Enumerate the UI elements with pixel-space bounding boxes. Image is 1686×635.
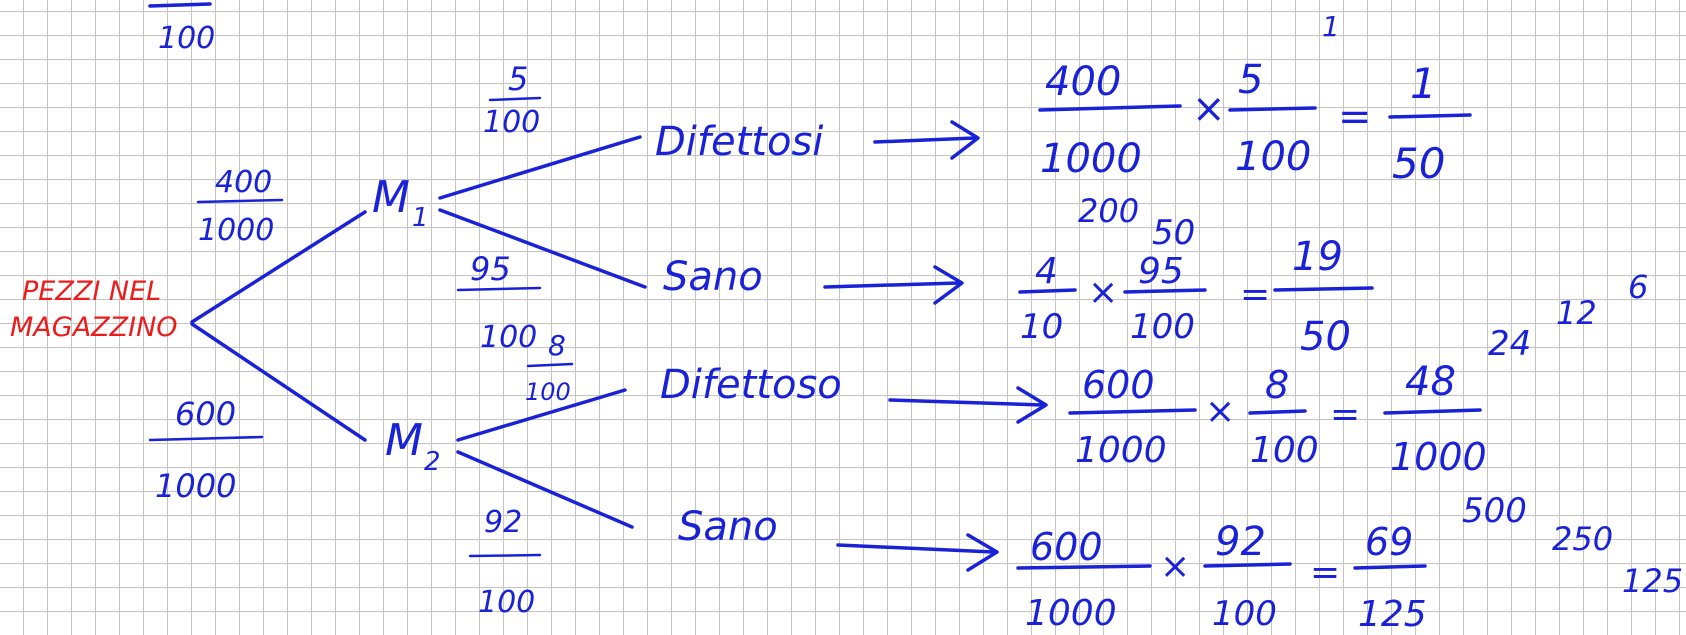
calc-row-3: 600 1000 × 8 100 = 48 1000 24 12 6 — [1068, 268, 1648, 479]
calc1-times: × — [1192, 86, 1226, 132]
branch-root-m2 — [190, 322, 367, 442]
calc2-b-den: 100 — [1130, 307, 1195, 347]
calc2-a-den: 10 — [1020, 307, 1063, 347]
prob-difettoso-m2: 8 100 — [525, 329, 574, 406]
prob-m1-den: 1000 — [198, 213, 274, 248]
prob-difettosi-m1: 5 100 — [483, 60, 542, 140]
calc2-b-num: 95 — [1138, 251, 1184, 292]
arrow-3 — [888, 386, 1048, 424]
calc4-a-num: 600 — [1030, 525, 1103, 569]
prob-leaf2-num: 95 — [470, 250, 511, 288]
prob-leaf3-den: 100 — [525, 378, 571, 406]
calc3-r-num: 48 — [1405, 359, 1456, 405]
calc4-times: × — [1160, 546, 1190, 587]
calc4-r-num: 69 — [1365, 520, 1413, 564]
calc-row-4: 600 1000 × 92 100 = 69 125 500 250 125 — [1016, 491, 1683, 635]
calc4-extra2: 250 — [1552, 520, 1613, 558]
calc1-b-den: 100 — [1235, 134, 1311, 180]
calc4-r-den: 125 — [1358, 594, 1427, 635]
prob-leaf2-den: 100 — [480, 320, 537, 355]
root-label-line2: MAGAZZINO — [10, 312, 178, 343]
calc-row-2: 4 10 × 95 100 = 19 50 — [1018, 234, 1374, 360]
calc4-b-den: 100 — [1212, 594, 1277, 634]
node-m2-label: M — [385, 415, 423, 466]
calc1-extra2: 50 — [1152, 213, 1195, 253]
prob-m2-den: 1000 — [155, 467, 236, 505]
branch-m1-difettosi — [438, 135, 642, 200]
calc1-eq: = — [1338, 94, 1372, 140]
arrow-2 — [823, 265, 964, 305]
calc4-extra1: 500 — [1462, 491, 1527, 531]
branch-root-m1 — [190, 210, 367, 324]
node-m2: M 2 — [385, 415, 441, 477]
calc3-r-den: 1000 — [1390, 435, 1487, 479]
calc3-b-den: 100 — [1250, 430, 1319, 471]
tree-branches — [190, 135, 647, 529]
prob-m1-num: 400 — [215, 165, 272, 200]
prob-sano-m1: 95 100 — [456, 250, 542, 355]
calc-row-1: 400 1000 × 5 100 = 1 50 200 50 1 — [1038, 10, 1472, 253]
calc4-b-num: 92 — [1215, 519, 1266, 565]
arrows — [823, 120, 1048, 572]
prob-leaf1-num: 5 — [508, 60, 528, 98]
calc3-times: × — [1205, 391, 1235, 432]
prob-leaf3-num: 8 — [548, 329, 566, 362]
calc1-r-num: 1 — [1410, 59, 1437, 108]
leaf-sano-2: Sano — [678, 504, 778, 550]
node-m1-sub: 1 — [412, 203, 429, 233]
branch-m1-sano — [438, 208, 647, 289]
calc3-extra3: 6 — [1628, 268, 1648, 306]
prob-leaf1-den: 100 — [483, 105, 540, 140]
calc2-a-num: 4 — [1035, 251, 1058, 292]
arrow-1 — [873, 120, 980, 160]
calc3-a-num: 600 — [1082, 363, 1155, 407]
calc1-extra3: 1 — [1322, 10, 1340, 43]
calc3-extra1: 24 — [1488, 324, 1531, 364]
prob-m2-num: 600 — [175, 395, 236, 433]
calc2-eq: = — [1240, 274, 1270, 315]
prob-sano-m2: 92 100 — [468, 505, 542, 620]
calc3-a-den: 1000 — [1075, 430, 1167, 471]
calc2-times: × — [1088, 272, 1118, 313]
calc4-a-den: 1000 — [1025, 593, 1117, 634]
leaf-difettosi: Difettosi — [655, 119, 823, 165]
prob-m1: 400 1000 — [196, 165, 284, 248]
prob-leaf4-den: 100 — [478, 585, 535, 620]
branch-m2-sano — [456, 450, 634, 529]
calc1-a-den: 1000 — [1040, 136, 1142, 182]
branch-m2-difettoso — [456, 388, 627, 442]
calc4-extra3: 125 — [1622, 562, 1683, 600]
root-label-line1: PEZZI NEL — [22, 276, 161, 307]
root-node: PEZZI NEL MAGAZZINO — [10, 276, 178, 343]
node-m1-label: M — [372, 172, 410, 223]
calc2-r-num: 19 — [1292, 234, 1343, 280]
calc1-a-num: 400 — [1045, 59, 1121, 105]
calc3-extra2: 12 — [1556, 294, 1597, 332]
calc3-eq: = — [1330, 394, 1360, 435]
top-fragment: 100 — [148, 2, 215, 56]
prob-leaf4-num: 92 — [484, 505, 522, 540]
calc3-b-num: 8 — [1265, 363, 1289, 407]
calc2-r-den: 50 — [1300, 314, 1351, 360]
calc1-b-num: 5 — [1238, 57, 1263, 103]
leaf-sano-1: Sano — [663, 254, 763, 300]
prob-m2: 600 1000 — [148, 395, 264, 505]
top-fraction-denominator: 100 — [158, 21, 215, 56]
node-m1: M 1 — [372, 172, 429, 233]
calc1-r-den: 50 — [1392, 139, 1445, 188]
arrow-4 — [836, 533, 999, 572]
leaf-difettoso: Difettoso — [660, 362, 842, 408]
calc1-extra1: 200 — [1078, 192, 1139, 230]
calc4-eq: = — [1310, 552, 1340, 593]
node-m2-sub: 2 — [424, 447, 441, 477]
